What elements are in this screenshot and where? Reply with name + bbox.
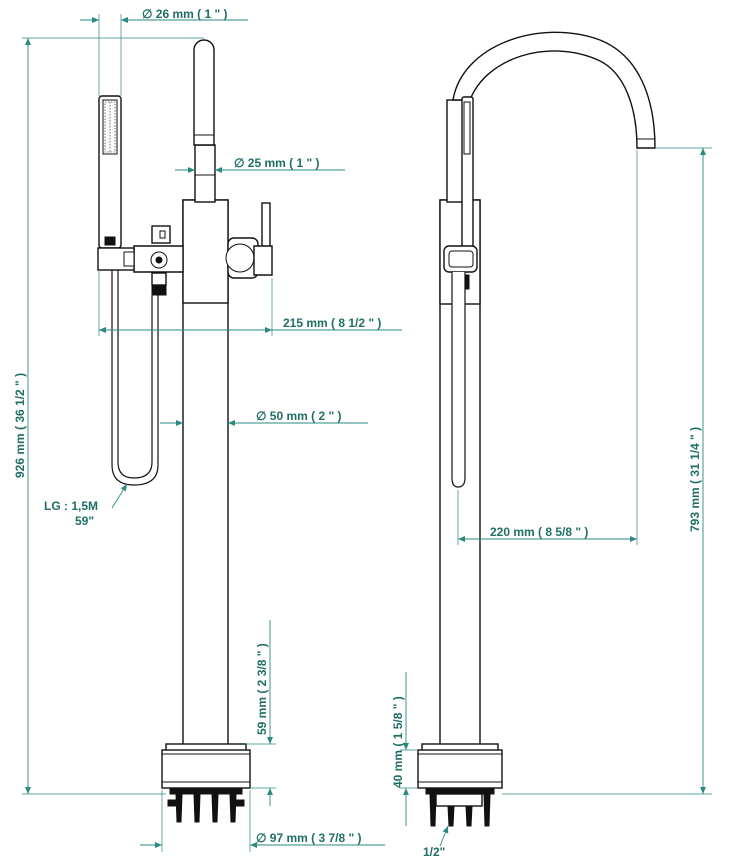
side-view [417,31,656,827]
label-spout-height: 793 mm ( 31 1/4 " ) [688,427,702,532]
front-fixings [167,787,245,823]
label-total-height: 926 mm ( 36 1/2 " ) [13,373,27,478]
front-view [97,39,273,823]
dimension-labels: ∅ 26 mm ( 1 " ) ∅ 25 mm ( 1 " ) 215 mm (… [13,7,702,859]
front-handshower-nozzles [104,101,116,153]
side-fixings [425,787,495,827]
label-handle-reach: 215 mm ( 8 1/2 " ) [283,316,381,330]
dimension-lines [22,14,712,852]
label-handshower-diameter: ∅ 26 mm ( 1 " ) [142,7,228,21]
front-mixer-body [182,199,229,304]
label-hose-length-2: 59" [75,514,94,528]
side-gooseneck [452,31,656,149]
front-hose [111,270,159,486]
label-base-height-right: 40 mm ( 1 5/8 " ) [391,696,405,788]
label-base-diameter: ∅ 97 mm ( 3 7/8 " ) [256,831,362,845]
label-spout-reach: 220 mm ( 8 5/8 " ) [490,525,588,539]
front-hose-nut [151,272,167,286]
front-spout-top [193,39,215,146]
label-column-diameter: ∅ 50 mm ( 2 " ) [256,409,342,423]
label-hose-length-1: LG : 1,5M [44,499,98,513]
side-hose [451,272,466,488]
front-spout-stem [194,144,216,203]
label-base-height-left: 59 mm ( 2 3/8 " ) [255,643,269,735]
label-spout-diameter: ∅ 25 mm ( 1 " ) [234,156,320,170]
label-thread-size: 1/2" [423,845,445,859]
